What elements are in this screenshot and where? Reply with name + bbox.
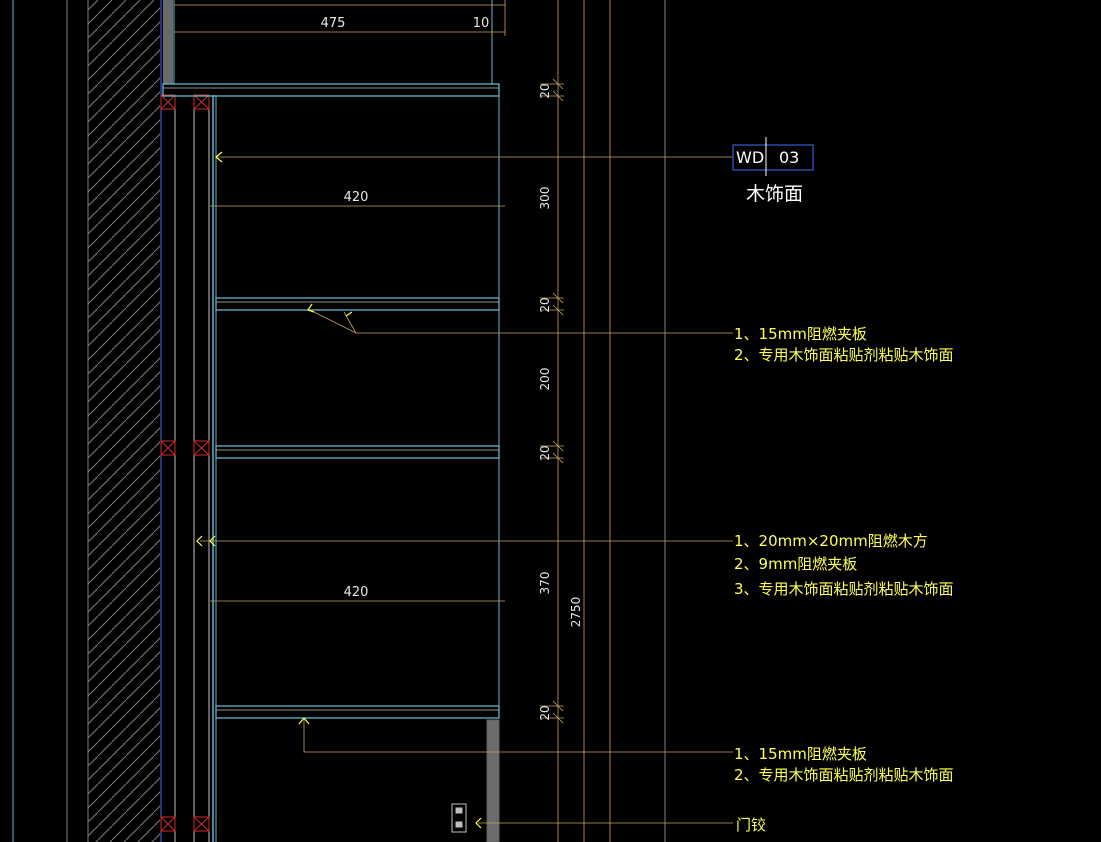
- overall-height-dim: 2750: [569, 597, 583, 628]
- dimension-grid: [504, 0, 666, 842]
- top-cabinet-fill: [163, 0, 173, 84]
- note-3-line-2: 2、专用木饰面粘贴剂粘贴木饰面: [734, 766, 954, 784]
- vertical-dim-370: 370: [538, 572, 552, 595]
- vertical-dimension-ticks: [540, 78, 564, 724]
- material-tag-number: 03: [779, 148, 799, 167]
- door-section: [486, 719, 500, 842]
- note-1-leader: [309, 309, 733, 334]
- top-width-dim: 475: [321, 16, 346, 31]
- note-1-line-2: 2、专用木饰面粘贴剂粘贴木饰面: [734, 346, 954, 364]
- tag-leader-arrow: [215, 151, 223, 163]
- hinge-icon: [451, 803, 467, 833]
- top-dimension: [174, 4, 505, 36]
- material-tag-box: [732, 144, 814, 171]
- note-3-arrow: [298, 717, 310, 725]
- horizontal-dim-1: 420: [344, 190, 369, 205]
- vertical-dim-20d: 20: [538, 705, 552, 720]
- note-2-line-3: 3、专用木饰面粘贴剂粘贴木饰面: [734, 580, 954, 598]
- top-gap-dim: 10: [473, 16, 490, 31]
- vertical-dim-200: 200: [538, 368, 552, 391]
- vertical-dim-300: 300: [538, 187, 552, 210]
- hinge-arrow: [475, 817, 482, 829]
- wall-hatch: [88, 0, 160, 842]
- note-3-leader: [303, 718, 733, 753]
- note-3-line-1: 1、15mm阻燃夹板: [734, 745, 867, 763]
- note-2-line-2: 2、9mm阻燃夹板: [734, 555, 857, 573]
- note-1-arrow: [307, 303, 353, 317]
- shelf-inner-lines: [163, 87, 499, 711]
- material-tag-caption: 木饰面: [746, 183, 803, 205]
- note-2-line-1: 1、20mm×20mm阻燃木方: [734, 532, 928, 550]
- hinge-label: 门铰: [736, 816, 766, 834]
- horizontal-dimension-lines: [210, 205, 505, 602]
- batten-crosses: [160, 94, 210, 832]
- note-2-arrow: [196, 535, 216, 547]
- vertical-dim-20c: 20: [538, 445, 552, 460]
- vertical-dim-20a: 20: [538, 83, 552, 98]
- horizontal-dim-2: 420: [344, 585, 369, 600]
- material-tag-code: WD: [736, 148, 764, 167]
- vertical-dim-20b: 20: [538, 297, 552, 312]
- note-1-line-1: 1、15mm阻燃夹板: [734, 325, 867, 343]
